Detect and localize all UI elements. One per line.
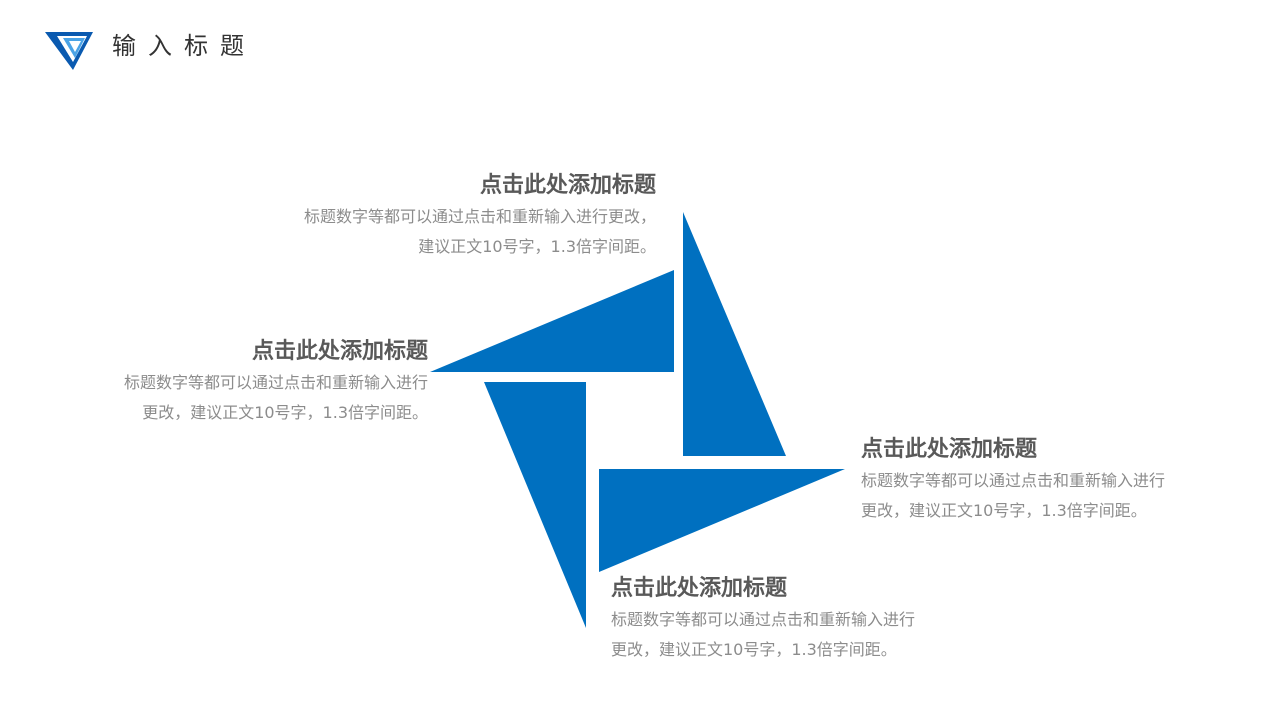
- block-body-line[interactable]: 标题数字等都可以通过点击和重新输入进行: [611, 610, 916, 629]
- pinwheel-blade-left: [430, 270, 674, 372]
- pinwheel-blade-bottom: [484, 382, 586, 628]
- page-title: 输入标题: [112, 32, 256, 60]
- block-heading[interactable]: 点击此处添加标题: [479, 173, 656, 198]
- block-heading[interactable]: 点击此处添加标题: [861, 437, 1038, 462]
- triangle-logo-icon: [45, 32, 93, 70]
- text-block-left: 点击此处添加标题 标题数字等都可以通过点击和重新输入进行 更改，建议正文10号字…: [124, 336, 428, 428]
- block-body-line[interactable]: 更改，建议正文10号字，1.3倍字间距。: [611, 640, 897, 659]
- text-block-top: 点击此处添加标题 标题数字等都可以通过点击和重新输入进行更改， 建议正文10号字…: [304, 170, 656, 262]
- pinwheel-blade-top: [683, 212, 786, 456]
- block-body-line[interactable]: 标题数字等都可以通过点击和重新输入进行: [123, 373, 428, 392]
- block-body-line[interactable]: 更改，建议正文10号字，1.3倍字间距。: [861, 501, 1147, 520]
- block-heading[interactable]: 点击此处添加标题: [251, 339, 428, 364]
- block-heading[interactable]: 点击此处添加标题: [611, 576, 788, 601]
- pinwheel-blade-right: [599, 469, 845, 572]
- block-body-line[interactable]: 建议正文10号字，1.3倍字间距。: [418, 237, 656, 256]
- text-block-bottom: 点击此处添加标题 标题数字等都可以通过点击和重新输入进行 更改，建议正文10号字…: [611, 573, 915, 665]
- block-body-line[interactable]: 更改，建议正文10号字，1.3倍字间距。: [142, 403, 428, 422]
- block-body-line[interactable]: 标题数字等都可以通过点击和重新输入进行: [861, 471, 1166, 490]
- text-block-right: 点击此处添加标题 标题数字等都可以通过点击和重新输入进行 更改，建议正文10号字…: [861, 434, 1165, 526]
- block-body-line[interactable]: 标题数字等都可以通过点击和重新输入进行更改，: [303, 207, 656, 226]
